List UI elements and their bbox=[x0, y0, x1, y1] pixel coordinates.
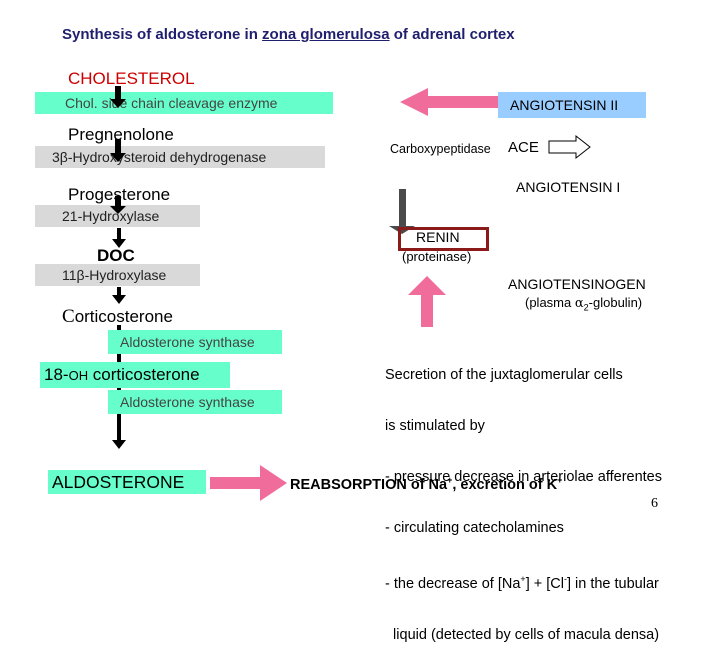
gray-arrow-down bbox=[389, 189, 415, 234]
enzyme5-band bbox=[108, 330, 282, 354]
enzyme4-label: 11β-Hydroxylase bbox=[62, 267, 167, 283]
secretion-line-5: - the decrease of [Na+] + [Cl-] in the t… bbox=[385, 571, 662, 593]
arrow-down-1 bbox=[110, 86, 126, 108]
ace-arrow bbox=[548, 134, 591, 160]
slide-title: Synthesis of aldosterone in zona glomeru… bbox=[62, 26, 515, 43]
reabsorption-label: REABSORPTION of Na+, excretion of K+ bbox=[290, 475, 562, 493]
proteinase-label: (proteinase) bbox=[402, 249, 472, 264]
enzyme2-label: 3β-Hydroxysteroid dehydrogenase bbox=[52, 149, 267, 165]
plasma-suffix: -globulin) bbox=[588, 295, 643, 310]
renin-label: RENIN bbox=[416, 229, 460, 245]
corticosterone-rest: orticosterone bbox=[74, 307, 173, 326]
angiotensin2-band bbox=[498, 92, 646, 118]
pink-arrow-right bbox=[210, 465, 287, 501]
renin-box bbox=[398, 227, 489, 251]
arrow-head-7 bbox=[112, 440, 126, 449]
arrow-shaft-4 bbox=[117, 287, 121, 296]
alpha-symbol: α bbox=[574, 296, 584, 311]
arrow-shaft-7 bbox=[117, 422, 121, 442]
hydroxy-oh: OH bbox=[68, 368, 89, 383]
corticosterone-label: Corticosterone bbox=[62, 306, 173, 328]
reabsorption-prefix: REABSORPTION of Na bbox=[290, 476, 448, 493]
pregnenolone-label: Pregnenolone bbox=[68, 125, 174, 144]
enzyme5-label: Aldosterone synthase bbox=[120, 334, 255, 350]
angiotensinogen-label: ANGIOTENSINOGEN bbox=[508, 276, 646, 292]
alpha-subscript: 2 bbox=[583, 302, 589, 313]
potassium-plus: + bbox=[557, 475, 563, 485]
enzyme6-band bbox=[108, 390, 282, 414]
secretion-line-5-mid: ] + [Cl bbox=[525, 575, 564, 592]
aldosterone-band bbox=[48, 470, 206, 494]
secretion-line-6: liquid (detected by cells of macula dens… bbox=[385, 626, 660, 643]
corticosterone-initial: C bbox=[62, 306, 75, 327]
sodium-plus: + bbox=[447, 475, 453, 485]
arrow-down-2 bbox=[110, 139, 126, 162]
arrow-head-4 bbox=[112, 295, 126, 304]
secretion-line-5-suffix: ] in the tubular bbox=[566, 575, 659, 592]
arrow-head-3 bbox=[112, 239, 126, 248]
hydroxy-rest: corticosterone bbox=[88, 365, 200, 384]
angiotensin1-label: ANGIOTENSIN I bbox=[516, 179, 621, 195]
hydroxy-corticosterone-label: 18-OH corticosterone bbox=[44, 365, 200, 385]
enzyme1-band bbox=[35, 92, 333, 114]
title-underlined: zona glomerulosa bbox=[262, 26, 390, 43]
arrow-down-2b bbox=[110, 196, 126, 214]
secretion-text: Secretion of the juxtaglomerular cells i… bbox=[385, 333, 662, 661]
pink-arrow-up bbox=[408, 276, 446, 327]
enzyme6-label: Aldosterone synthase bbox=[120, 394, 255, 410]
enzyme3-label: 21-Hydroxylase bbox=[62, 208, 160, 224]
hydroxy-prefix: 18- bbox=[44, 365, 69, 384]
title-prefix: Synthesis of aldosterone in bbox=[62, 26, 263, 43]
angiotensin2-label: ANGIOTENSIN II bbox=[510, 97, 619, 113]
page-number: 6 bbox=[651, 496, 658, 511]
doc-label: DOC bbox=[97, 246, 135, 265]
secretion-line-4: - circulating catecholamines bbox=[385, 520, 564, 536]
pink-arrow-left bbox=[400, 88, 498, 116]
carboxypeptidase-label: Carboxypeptidase bbox=[390, 142, 491, 156]
arrows-layer bbox=[110, 86, 591, 501]
ace-label: ACE bbox=[508, 139, 539, 156]
plasma-globulin-label: (plasma α2-globulin) bbox=[525, 295, 642, 313]
secretion-line-1: Secretion of the juxtaglomerular cells bbox=[385, 367, 623, 383]
enzyme2-band bbox=[35, 146, 325, 168]
secretion-line-3: - pressure decrease in arteriolae affere… bbox=[385, 469, 662, 485]
arrow-shaft-6 bbox=[117, 388, 121, 440]
secretion-line-5-prefix: - the decrease of [Na bbox=[385, 575, 521, 592]
title-suffix: of adrenal cortex bbox=[389, 26, 515, 43]
hydroxy-band bbox=[40, 362, 230, 388]
enzyme3-band bbox=[35, 205, 200, 227]
enzyme4-band bbox=[35, 264, 200, 286]
secretion-line-2: is stimulated by bbox=[385, 418, 485, 434]
arrow-shaft-3 bbox=[117, 228, 121, 240]
progesterone-label: Progesterone bbox=[68, 185, 171, 204]
plasma-prefix: (plasma bbox=[525, 295, 575, 310]
reabsorption-middle: , excretion of K bbox=[452, 476, 558, 493]
cholesterol-label: CHOLESTEROL bbox=[68, 69, 195, 88]
aldosterone-label: ALDOSTERONE bbox=[52, 472, 185, 492]
